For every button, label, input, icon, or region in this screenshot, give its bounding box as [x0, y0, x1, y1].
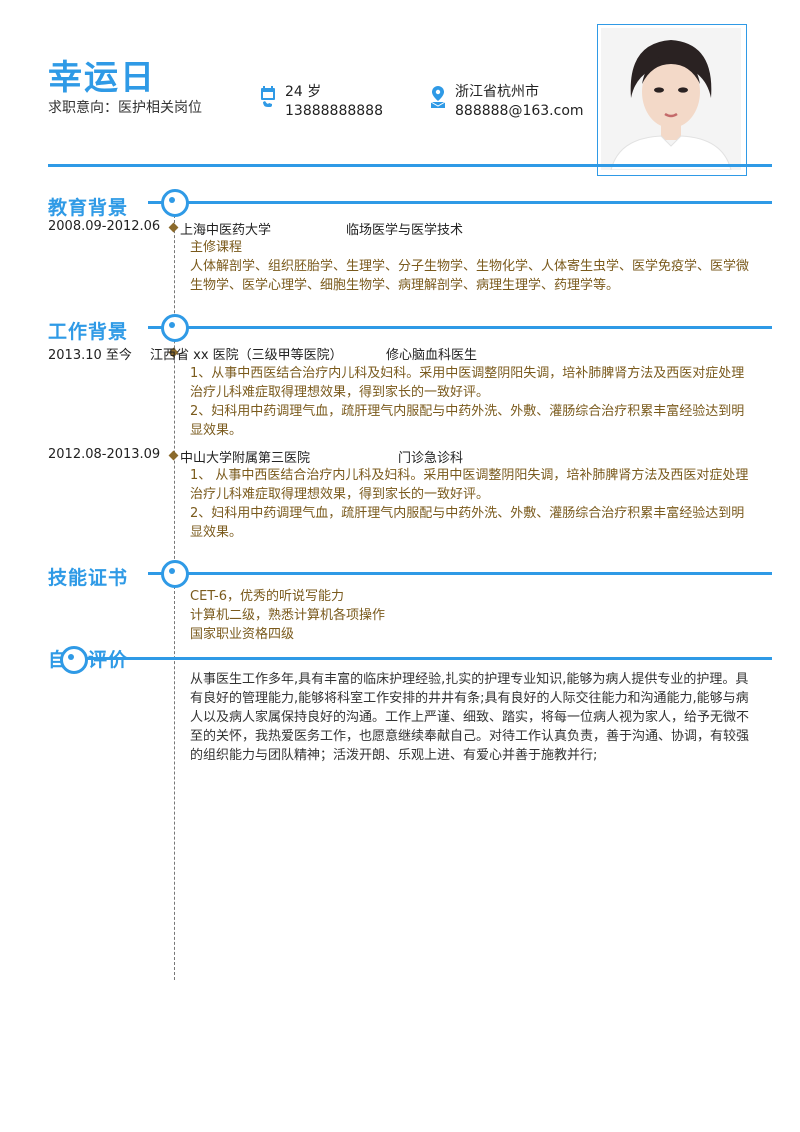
resume-name: 幸运日	[48, 58, 156, 98]
skills-title: 技能证书	[48, 567, 129, 589]
work-rule	[148, 326, 772, 329]
self-eval-marker-icon	[60, 646, 88, 674]
job-duty: 1、 从事中西医结合治疗内儿科及妇科。采用中医调整阴阳失调，培补肺脾肾方法及西医…	[190, 468, 749, 502]
job-duty: 2、妇科用中药调理气血，疏肝理气内服配与中药外洗、外敷、灌肠综合治疗积累丰富经验…	[190, 404, 745, 438]
courses-label: 主修课程	[190, 240, 243, 255]
skill-item: 计算机二级，熟悉计算机各项操作	[190, 608, 386, 623]
job-date: 2013.10 至今	[48, 348, 132, 363]
phone-text: 13888888888	[285, 103, 383, 119]
job-date: 2012.08-2013.09	[48, 447, 161, 462]
job-duty: 1、从事中西医结合治疗内儿科及妇科。采用中医调整阴阳失调，培补肺脾肾方法及西医对…	[190, 366, 745, 400]
profile-photo	[601, 28, 741, 170]
job-role: 门诊急诊科	[398, 451, 464, 466]
skill-item: CET-6，优秀的听说写能力	[190, 589, 345, 604]
education-rule	[148, 201, 772, 204]
job-duty: 2、妇科用中药调理气血，疏肝理气内服配与中药外洗、外敷、灌肠综合治疗积累丰富经验…	[190, 506, 745, 540]
education-marker-icon	[161, 189, 189, 217]
age-text: 24 岁	[285, 84, 322, 100]
self-eval-rule	[60, 657, 772, 660]
job-role: 修心脑血科医生	[386, 348, 478, 363]
diamond-bullet-icon	[168, 450, 179, 461]
timeline-axis	[174, 200, 175, 980]
work-title: 工作背景	[48, 321, 129, 343]
skill-item: 国家职业资格四级	[190, 627, 295, 642]
self-eval-text: 从事医生工作多年,具有丰富的临床护理经验,扎实的护理专业知识,能够为病人提供专业…	[190, 672, 750, 763]
job-org: 江西省 xx 医院（三级甲等医院）	[150, 348, 343, 363]
location-text: 浙江省杭州市	[455, 84, 539, 100]
education-major: 临场医学与医学技术	[346, 223, 464, 238]
work-marker-icon	[161, 314, 189, 342]
portrait-image	[601, 28, 741, 170]
diamond-bullet-icon	[168, 222, 179, 233]
skills-rule	[148, 572, 772, 575]
skills-marker-icon	[161, 560, 189, 588]
header-divider	[48, 164, 772, 167]
location-pin-icon	[430, 86, 446, 108]
courses-list: 人体解剖学、组织胚胎学、生理学、分子生物学、生物化学、人体寄生虫学、医学免疫学、…	[190, 259, 750, 293]
calendar-icon	[261, 86, 275, 107]
education-title: 教育背景	[48, 197, 129, 219]
education-date: 2008.09-2012.06	[48, 219, 161, 234]
job-intent: 求职意向：医护相关岗位	[48, 100, 202, 116]
job-org: 中山大学附属第三医院	[180, 451, 311, 466]
education-school: 上海中医药大学	[180, 223, 272, 238]
email-text: 888888@163.com	[455, 103, 584, 119]
